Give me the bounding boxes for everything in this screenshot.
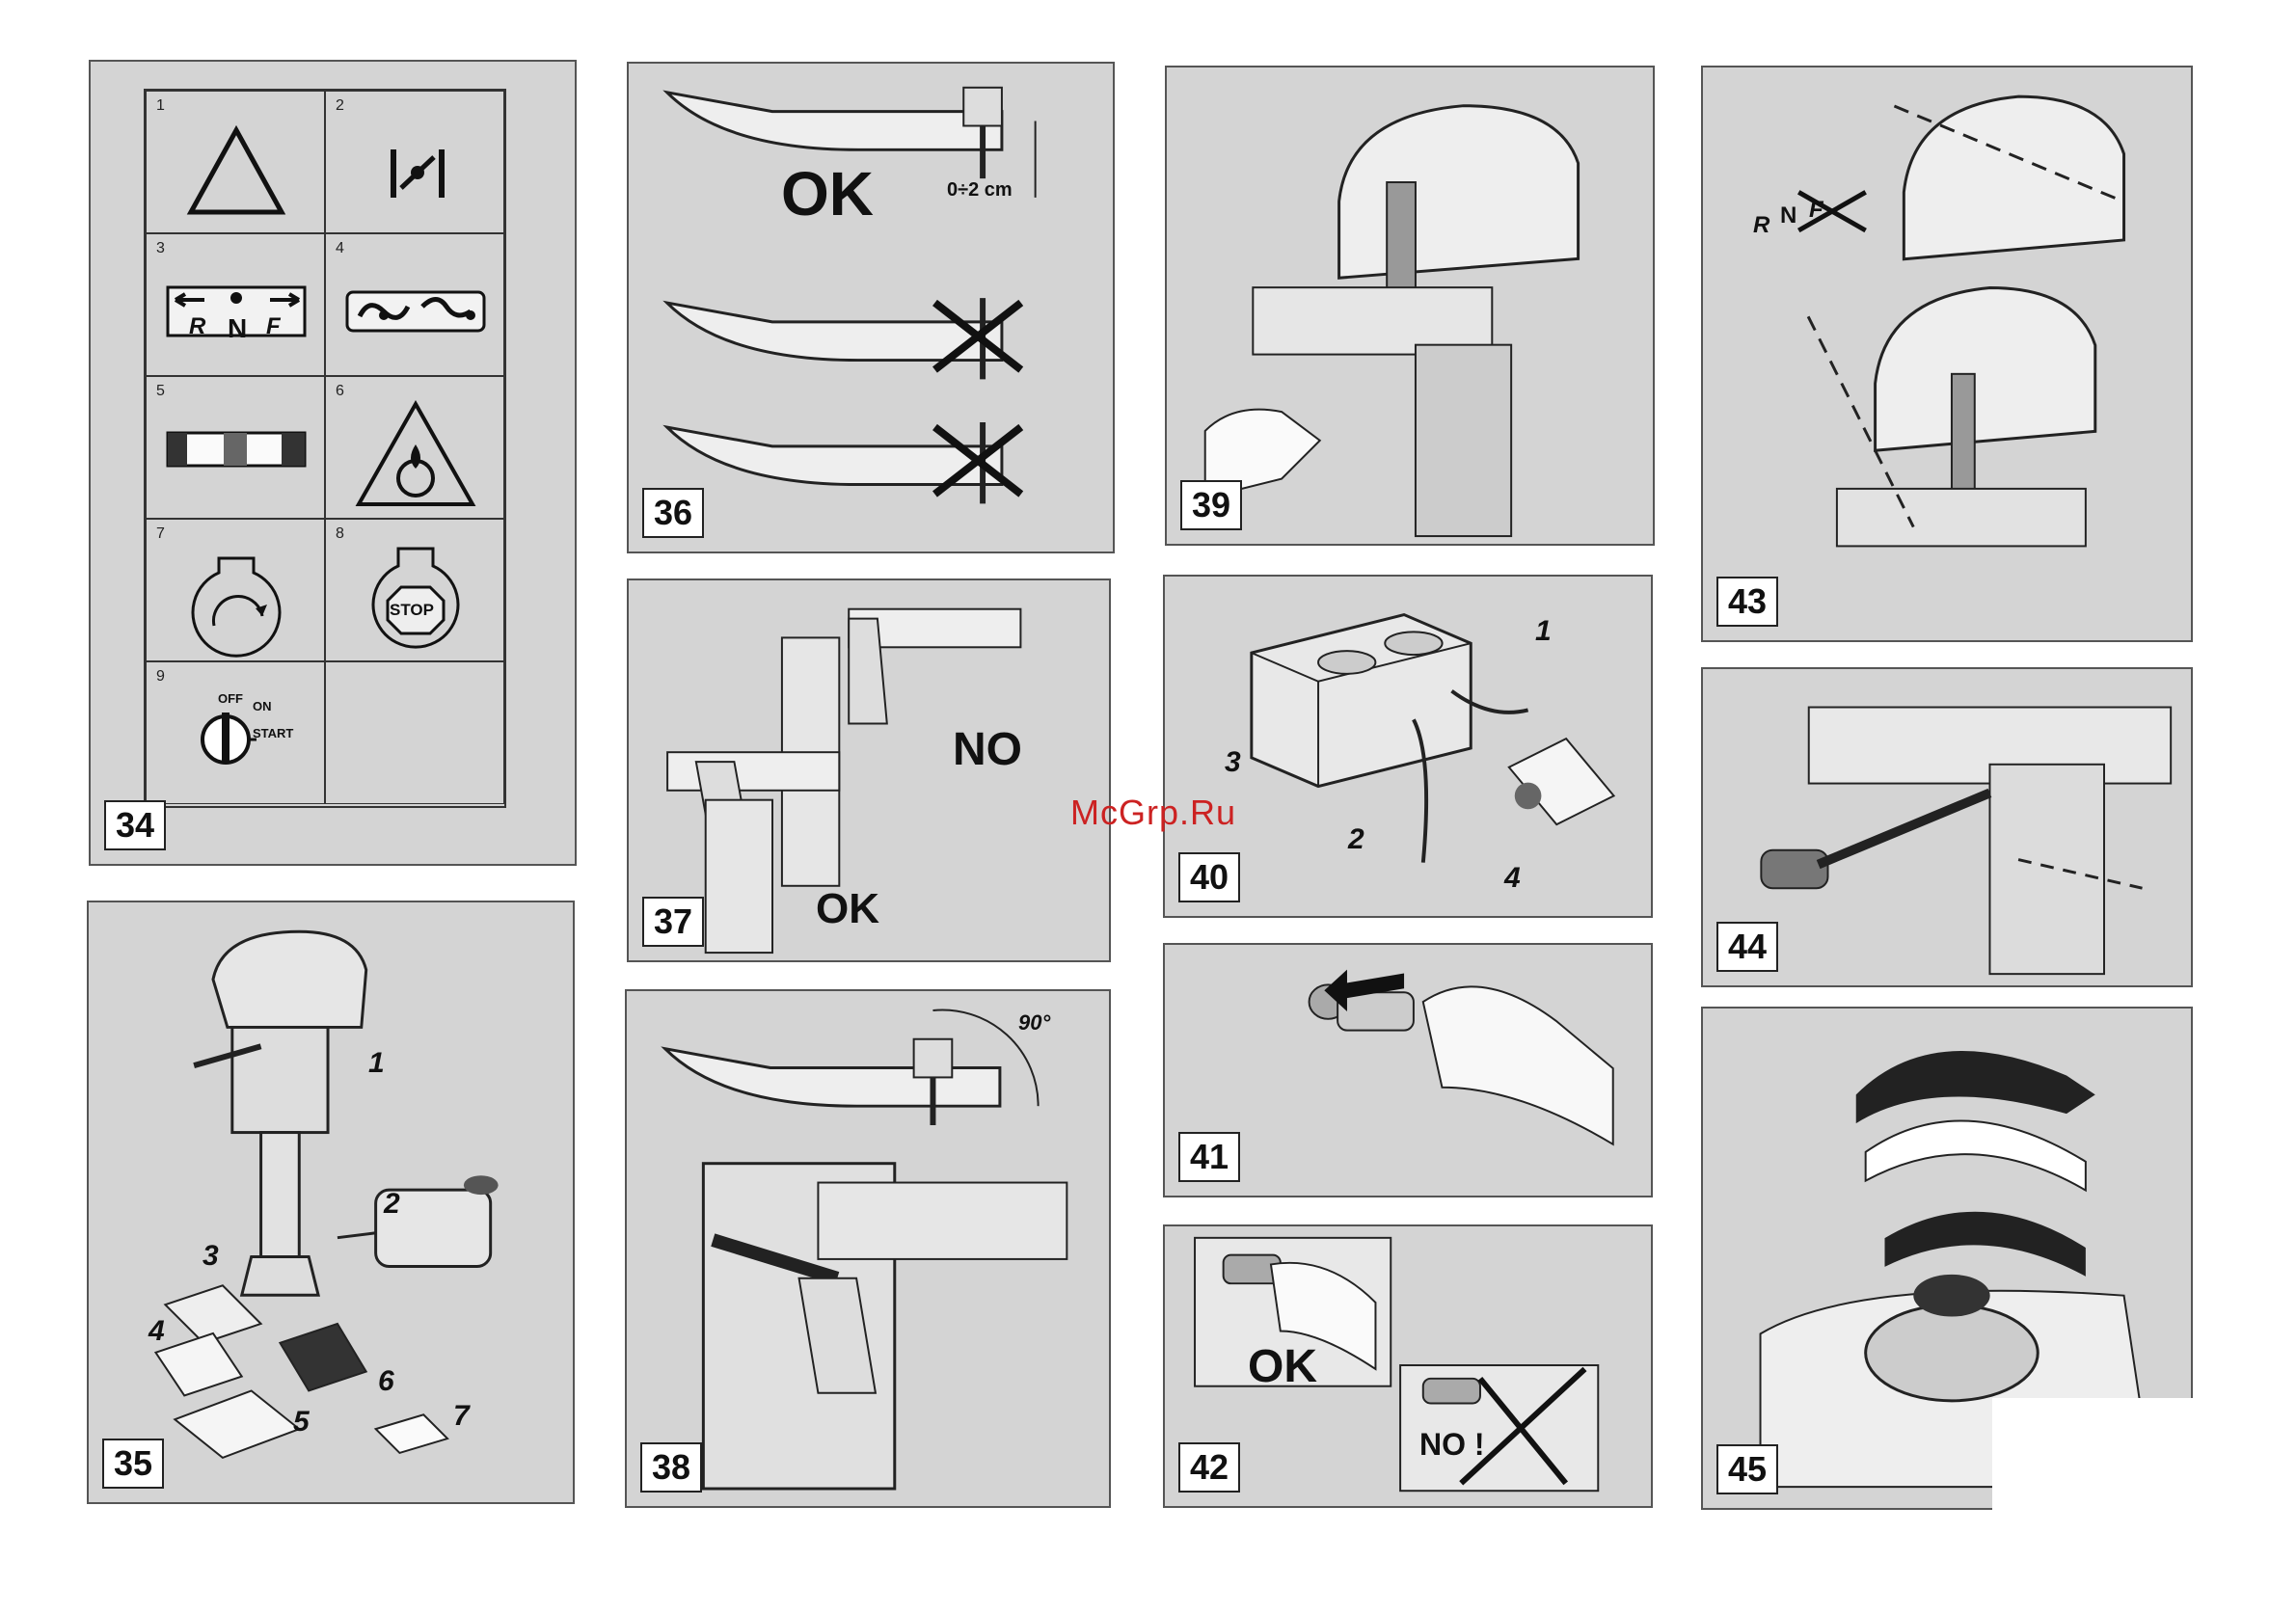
cell-number: 2 xyxy=(336,97,344,114)
fuel-mix-label-icon xyxy=(166,431,307,468)
stop-button-icon xyxy=(371,547,460,649)
watermark: McGrp.Ru xyxy=(1070,793,1237,832)
cell-number: 6 xyxy=(336,383,344,399)
cell-number: 3 xyxy=(156,240,165,256)
panel-41: 41 xyxy=(1163,943,1653,1197)
callout-6: 6 xyxy=(378,1365,394,1397)
figure-number: 37 xyxy=(642,897,704,947)
cell-number: 1 xyxy=(156,97,165,114)
transom-height-illustration xyxy=(662,86,1037,504)
callout-2: 2 xyxy=(1348,823,1364,855)
off-label: OFF xyxy=(218,691,243,706)
measure-label: 0÷2 cm xyxy=(947,179,1013,201)
cell-5: 5 xyxy=(146,376,325,519)
panel-36: OK 0÷2 cm 36 xyxy=(627,62,1115,553)
no-label: NO xyxy=(953,724,1022,775)
figure-number: 40 xyxy=(1178,852,1240,902)
cell-7: 7 xyxy=(146,519,325,661)
figure-number: 43 xyxy=(1716,577,1778,627)
figure-number: 35 xyxy=(102,1439,164,1489)
panel-43: R N F 43 xyxy=(1701,66,2193,642)
stop-label: STOP xyxy=(390,601,434,619)
start-label: START xyxy=(253,726,294,740)
figure-number: 38 xyxy=(640,1442,702,1493)
panel-37: NO OK 37 xyxy=(627,578,1111,962)
figure-number: 42 xyxy=(1178,1442,1240,1493)
ignition-key-icon xyxy=(201,713,257,765)
panel-38: 90° 38 xyxy=(625,989,1111,1508)
callout-3: 3 xyxy=(1225,746,1241,778)
callout-4: 4 xyxy=(149,1315,165,1347)
ok-label: OK xyxy=(816,885,879,932)
blank-corner xyxy=(1992,1398,2296,1614)
motor-angle-illustration xyxy=(661,1009,1068,1491)
callout-3: 3 xyxy=(203,1240,219,1272)
cell-number: 9 xyxy=(156,668,165,685)
figure-number: 44 xyxy=(1716,922,1778,972)
battery-connection-illustration xyxy=(1250,612,1616,863)
panel-35: 1 2 3 4 5 6 7 35 xyxy=(87,901,575,1504)
ok-label: OK xyxy=(781,159,874,229)
tiller-detail-illustration xyxy=(1760,706,2173,976)
shift-lever-illustration xyxy=(1796,94,2126,548)
callout-2: 2 xyxy=(384,1188,400,1220)
no-label: NO ! xyxy=(1419,1427,1485,1462)
cell-2: 2 xyxy=(325,91,504,233)
panel-34: 1 2 3 R N F 4 5 6 7 8 xyxy=(89,60,577,866)
figure-number: 36 xyxy=(642,488,704,538)
on-label: ON xyxy=(253,699,272,713)
callout-1: 1 xyxy=(368,1047,385,1079)
figure-number: 39 xyxy=(1180,480,1242,530)
ok-label: OK xyxy=(1248,1341,1317,1392)
neutral-label: N xyxy=(228,313,248,343)
forward-label: F xyxy=(1809,197,1823,223)
cell-1: 1 xyxy=(146,91,325,233)
cell-8: 8 STOP xyxy=(325,519,504,661)
callout-5: 5 xyxy=(293,1406,310,1438)
cell-number: 8 xyxy=(336,525,344,542)
throttle-speed-icon xyxy=(345,290,486,333)
cell-3: 3 R N F xyxy=(146,233,325,376)
cell-number: 4 xyxy=(336,240,344,256)
kill-switch-correct-incorrect-illustration xyxy=(1194,1236,1600,1493)
cell-6: 6 xyxy=(325,376,504,519)
figure-number: 34 xyxy=(104,800,166,850)
neutral-label: N xyxy=(1780,202,1797,229)
cell-number: 5 xyxy=(156,383,165,399)
cell-number: 7 xyxy=(156,525,165,542)
figure-number: 41 xyxy=(1178,1132,1240,1182)
panel-40: 1 2 3 4 40 xyxy=(1163,575,1653,918)
figure-number: 45 xyxy=(1716,1444,1778,1494)
panel-42: OK NO ! 42 xyxy=(1163,1224,1653,1508)
callout-1: 1 xyxy=(1535,615,1552,647)
fuel-cap-tighten-illustration xyxy=(1759,1050,2154,1489)
panel-45: 45 xyxy=(1701,1007,2193,1510)
gear-shift-rnf-icon xyxy=(166,285,307,337)
flammable-warning-icon xyxy=(355,399,476,506)
clamp-mounting-illustration xyxy=(666,607,1022,955)
symbol-grid: 1 2 3 R N F 4 5 6 7 8 xyxy=(144,89,506,808)
warning-triangle-icon xyxy=(186,124,286,215)
outboard-kit-illustration xyxy=(153,929,499,1460)
cell-4: 4 xyxy=(325,233,504,376)
tilt-lock-icon xyxy=(391,149,445,198)
kill-switch-pull-illustration xyxy=(1308,969,1614,1146)
forward-label: F xyxy=(266,313,281,339)
panel-44: 44 xyxy=(1701,667,2193,987)
choke-knob-icon xyxy=(191,556,282,658)
panel-39: 39 xyxy=(1165,66,1655,546)
cell-9: 9 OFF ON START xyxy=(146,661,325,804)
reverse-label: R xyxy=(189,313,206,339)
callout-7: 7 xyxy=(453,1400,470,1432)
cell-empty xyxy=(325,661,504,804)
tiller-handle-illustration xyxy=(1203,104,1580,538)
callout-4: 4 xyxy=(1504,862,1521,894)
reverse-label: R xyxy=(1753,212,1770,238)
angle-label: 90° xyxy=(1018,1010,1051,1035)
